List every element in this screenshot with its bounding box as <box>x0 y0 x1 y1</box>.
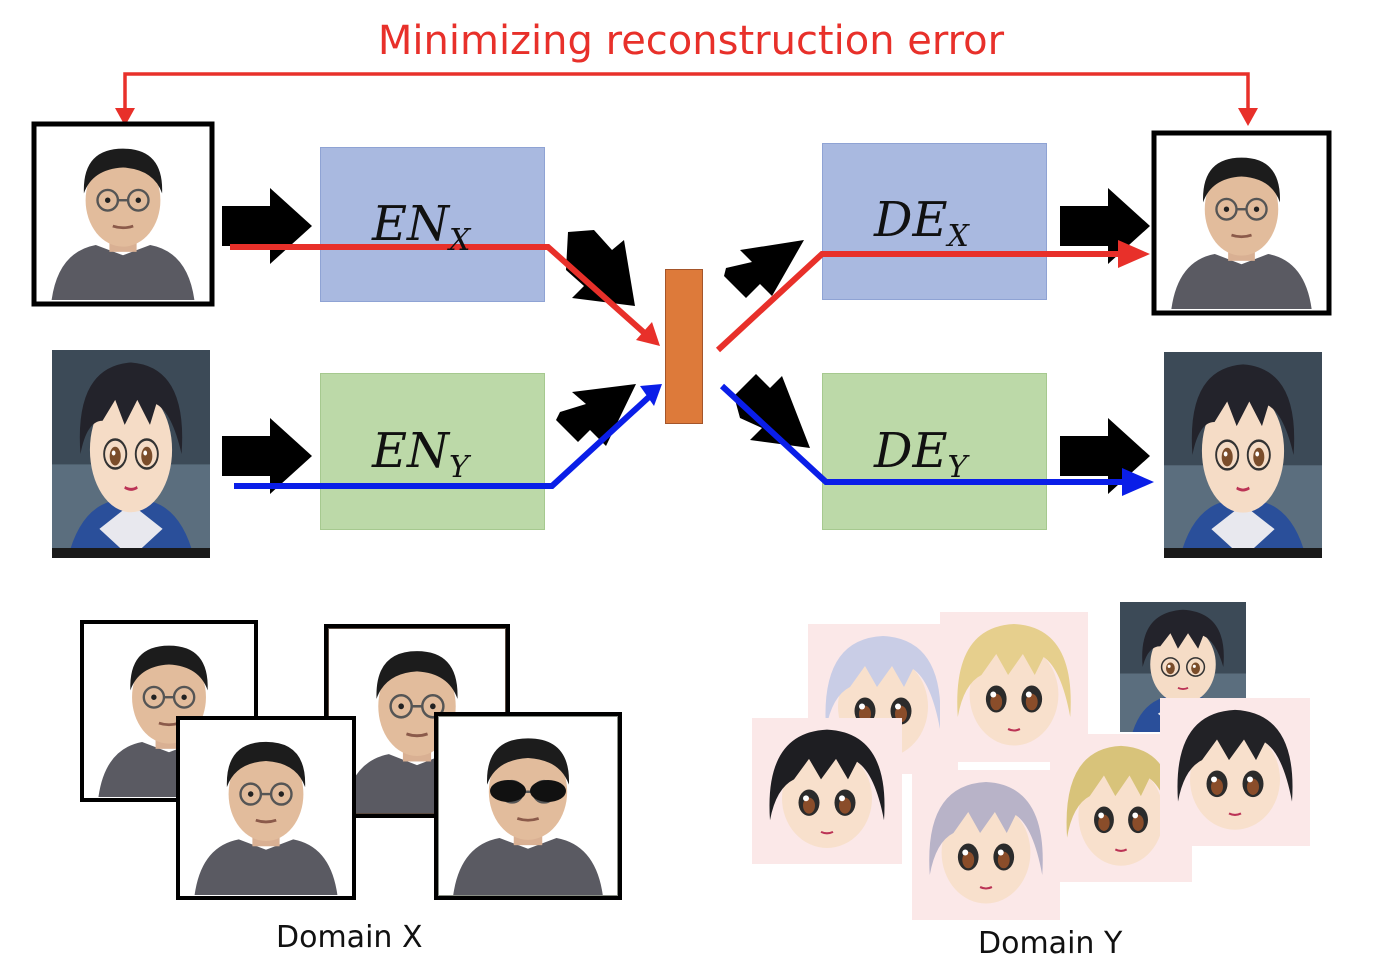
domain-x-photo-3 <box>176 716 356 900</box>
decoder-x-block <box>822 143 1047 300</box>
domain-y-collage <box>750 601 1312 922</box>
domain-y-anime-7 <box>1158 696 1312 848</box>
encoder-y-label: ENY <box>372 423 469 485</box>
decoder-x-label: DEX <box>874 192 969 254</box>
domain-x-photo-4 <box>434 712 622 900</box>
red-reconstruction-path <box>230 240 1150 353</box>
output-x-face-image <box>1151 130 1332 316</box>
output-y-anime-image <box>1162 350 1324 560</box>
blue-reconstruction-path <box>234 383 1154 496</box>
input-y-anime-image <box>50 348 212 560</box>
domain-x-label: Domain X <box>276 920 423 955</box>
black-flow-arrows <box>222 188 1150 494</box>
decoder-y-label: DEY <box>874 423 968 485</box>
input-x-face-image <box>31 121 215 307</box>
encoder-y-block <box>320 373 545 530</box>
domain-x-collage <box>80 620 622 900</box>
encoder-x-label: ENX <box>372 196 471 258</box>
domain-y-label: Domain Y <box>978 926 1123 961</box>
encoder-x-block <box>320 147 545 302</box>
reconstruction-bracket <box>115 72 1258 126</box>
domain-y-anime-6 <box>910 768 1062 922</box>
decoder-y-block <box>822 373 1047 530</box>
domain-y-anime-4 <box>750 716 904 866</box>
latent-code-bar <box>665 269 703 424</box>
diagram-title: Minimizing reconstruction error <box>377 18 1005 64</box>
